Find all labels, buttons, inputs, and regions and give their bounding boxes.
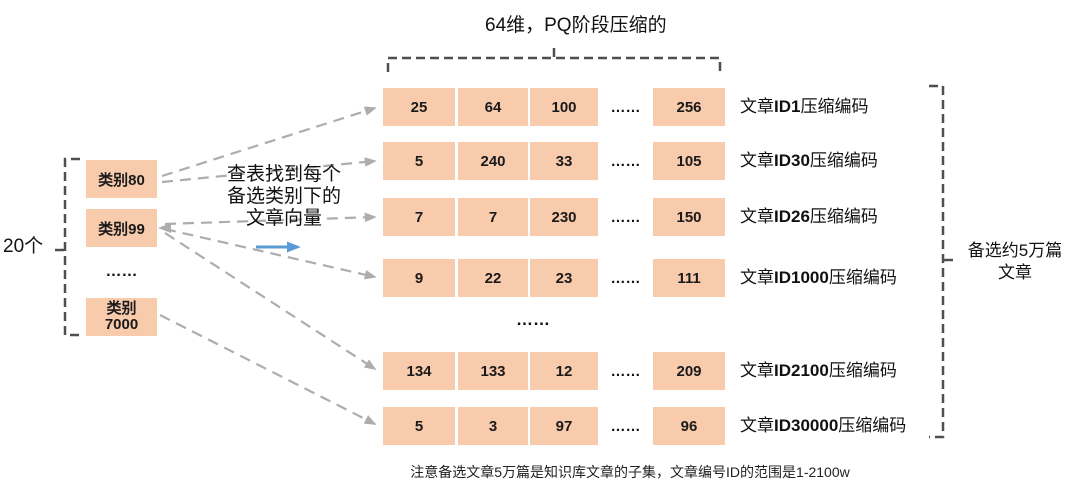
row-label-6: 文章ID30000压缩编码 [740,415,906,437]
row-label-id: ID26 [774,207,810,226]
rows-ellipsis: …… [516,310,550,329]
vector-cell: 9 [383,259,455,297]
arrow-cat7000-row6 [159,314,377,425]
vector-cell: 105 [653,142,725,180]
vector-cell: 12 [530,352,598,390]
vector-cell: 97 [530,407,598,445]
row-ellipsis: …… [610,417,641,435]
vector-cell: 64 [458,88,528,126]
vector-cell: 134 [383,352,455,390]
vector-cell: 133 [458,352,528,390]
lookup-instruction: 查表找到每个 备选类别下的 文章向量 [205,164,363,230]
category-ellipsis: …… [105,263,138,280]
candidate-count-line1: 备选约5万篇 [967,241,1063,260]
arrow-cat99-row4 [164,227,377,280]
arrow-cat99-row5 [164,232,377,370]
row-label-4: 文章ID1000压缩编码 [740,267,897,289]
row-label-id: ID30 [774,151,810,170]
candidate-count-label: 备选约5万篇 文章 [956,240,1074,284]
row-label-3: 文章ID26压缩编码 [740,206,878,228]
lookup-instruction-line3: 文章向量 [245,208,322,229]
top-title: 64维，PQ阶段压缩的 [485,15,667,36]
vector-cell: 5 [383,142,455,180]
vector-cell: 230 [530,198,598,236]
lookup-instruction-line1: 查表找到每个 [226,164,341,185]
row-label-prefix: 文章 [740,416,774,435]
vector-row-2: 5 240 33 …… 105 [383,142,727,180]
row-label-1: 文章ID1压缩编码 [740,96,868,118]
category-box-7000: 类别 7000 [86,298,157,336]
vector-cell: 3 [458,407,528,445]
row-label-prefix: 文章 [740,207,774,226]
row-label-prefix: 文章 [740,97,774,116]
lookup-instruction-line2: 备选类别下的 [226,186,341,207]
vector-cell: 240 [458,142,528,180]
category-to-row-arrows [159,106,377,425]
vector-cell: 150 [653,198,725,236]
back-arrowhead-icon [158,223,171,233]
vector-cell: 33 [530,142,598,180]
vector-cell: 256 [653,88,725,126]
vector-cell: 100 [530,88,598,126]
row-label-5: 文章ID2100压缩编码 [740,360,897,382]
row-label-2: 文章ID30压缩编码 [740,150,878,172]
row-ellipsis: …… [610,98,641,116]
row-label-id: ID30000 [774,416,839,435]
row-label-prefix: 文章 [740,151,774,170]
row-ellipsis: …… [610,152,641,170]
vector-row-5: 134 133 12 …… 209 [383,352,727,390]
vector-cell: 209 [653,352,725,390]
vector-cell: 25 [383,88,455,126]
left-brace [50,157,80,337]
vector-cell: 22 [458,259,528,297]
row-label-prefix: 文章 [740,361,774,380]
category-box-7000-line2: 7000 [104,316,139,333]
category-box-99: 类别99 [86,209,157,247]
category-count-label: 20个 [3,236,44,257]
row-ellipsis: …… [610,208,641,226]
row-ellipsis: …… [610,362,641,380]
candidate-count-line2: 文章 [998,263,1032,282]
category-box-7000-line1: 类别 [106,300,137,317]
category-box-80: 类别80 [86,160,157,198]
row-label-suffix: 压缩编码 [809,151,878,170]
row-label-suffix: 压缩编码 [828,268,897,287]
vector-row-1: 25 64 100 …… 256 [383,88,727,126]
vector-row-4: 9 22 23 …… 111 [383,259,727,297]
vector-cell: 5 [383,407,455,445]
vector-row-3: 7 7 230 …… 150 [383,198,727,236]
row-ellipsis: …… [610,269,641,287]
row-label-id: ID1 [774,97,801,116]
row-label-suffix: 压缩编码 [838,416,907,435]
row-label-suffix: 压缩编码 [809,207,878,226]
row-label-prefix: 文章 [740,268,774,287]
vector-row-6: 5 3 97 …… 96 [383,407,727,445]
vector-cell: 111 [653,259,725,297]
row-label-id: ID1000 [774,268,829,287]
row-label-id: ID2100 [774,361,829,380]
row-label-suffix: 压缩编码 [800,97,869,116]
vector-cell: 7 [458,198,528,236]
row-label-suffix: 压缩编码 [828,361,897,380]
top-brace [386,43,722,72]
footnote: 注意备选文章5万篇是知识库文章的子集，文章编号ID的范围是1-2100w [410,464,850,480]
vector-cell: 96 [653,407,725,445]
vector-cell: 23 [530,259,598,297]
vector-cell: 7 [383,198,455,236]
right-brace [929,84,958,439]
